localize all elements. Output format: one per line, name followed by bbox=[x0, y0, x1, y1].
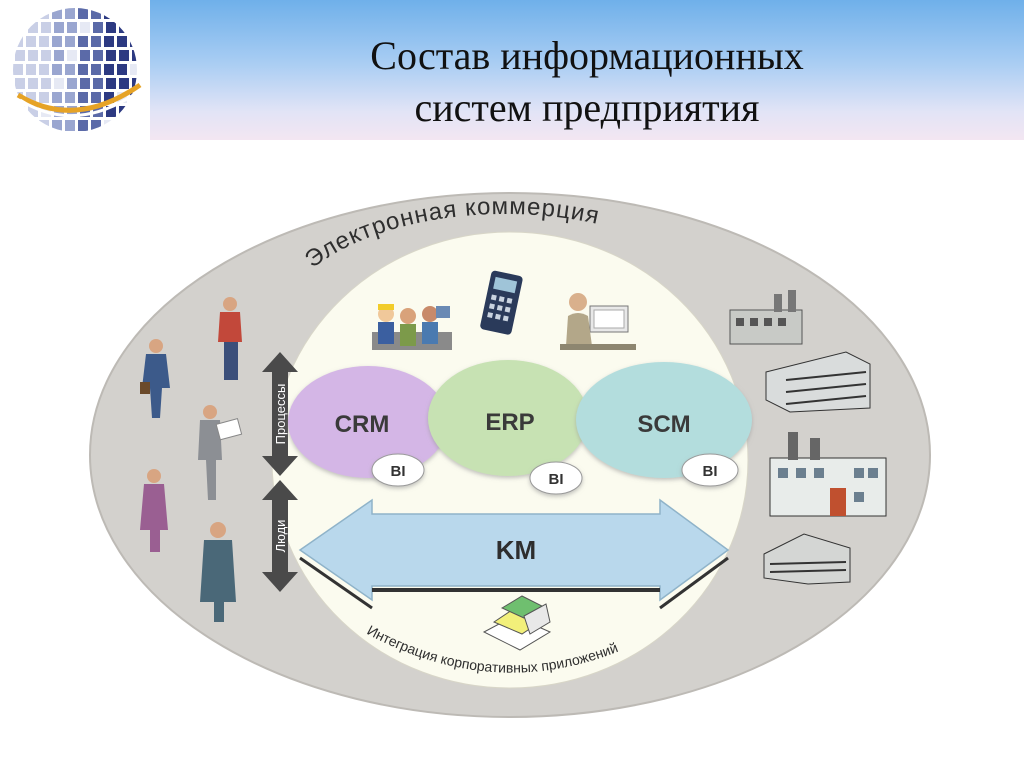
globe-cell bbox=[41, 78, 51, 89]
calculator-icon bbox=[480, 270, 523, 335]
globe-cell bbox=[78, 120, 88, 131]
documents-icon bbox=[482, 595, 552, 651]
globe-cell bbox=[117, 36, 127, 47]
globe-cell bbox=[119, 50, 129, 61]
globe-cell bbox=[39, 64, 49, 75]
globe-cell bbox=[65, 36, 75, 47]
globe-cell bbox=[13, 64, 23, 75]
processes-arrow: Процессы bbox=[262, 352, 298, 476]
people-arrow: Люди bbox=[262, 480, 298, 592]
globe-cell bbox=[130, 64, 137, 75]
globe-cell bbox=[80, 78, 90, 89]
globe-cell bbox=[93, 22, 103, 33]
km-arrow: KM bbox=[298, 498, 730, 610]
bi-badge-crm: BI bbox=[371, 453, 425, 487]
globe-cell bbox=[78, 8, 88, 19]
globe-cell bbox=[54, 50, 64, 61]
globe-cell bbox=[132, 78, 137, 89]
processes-label: Процессы bbox=[273, 384, 288, 445]
globe-cell bbox=[26, 92, 36, 103]
globe-cell bbox=[117, 64, 127, 75]
office-worker-icon bbox=[560, 293, 636, 350]
globe-cell bbox=[39, 92, 49, 103]
globe-cell bbox=[91, 8, 101, 19]
bi-label-scm: BI bbox=[703, 463, 718, 480]
crm-label: CRM bbox=[335, 411, 390, 438]
globe-cell bbox=[26, 64, 36, 75]
globe-cell bbox=[52, 8, 62, 19]
globe-cell bbox=[106, 22, 116, 33]
globe-cell bbox=[91, 36, 101, 47]
globe-cell bbox=[28, 22, 38, 33]
title-line-2: систем предприятия bbox=[414, 85, 760, 130]
globe-cell bbox=[78, 36, 88, 47]
engineers-group-icon bbox=[372, 304, 452, 350]
businessman-icons bbox=[140, 297, 243, 622]
system-crm: CRM bbox=[288, 366, 448, 478]
title-banner bbox=[150, 0, 1024, 140]
logo bbox=[0, 0, 150, 140]
globe-cell bbox=[65, 64, 75, 75]
globe-cell bbox=[106, 50, 116, 61]
globe-cell bbox=[91, 92, 101, 103]
globe-cell bbox=[119, 78, 129, 89]
factory-icons bbox=[729, 290, 887, 585]
globe-cell bbox=[67, 50, 77, 61]
bi-label-crm: BI bbox=[391, 463, 406, 480]
globe-cell bbox=[104, 92, 114, 103]
system-erp: ERP bbox=[428, 360, 588, 476]
page-title: Состав информационных систем предприятия bbox=[150, 30, 1024, 134]
erp-label: ERP bbox=[485, 409, 534, 436]
globe-logo-icon bbox=[13, 8, 142, 131]
globe-cell bbox=[52, 92, 62, 103]
globe-cell bbox=[52, 64, 62, 75]
globe-cell bbox=[65, 8, 75, 19]
globe-cell bbox=[28, 50, 38, 61]
title-line-1: Состав информационных bbox=[370, 33, 804, 78]
globe-cell bbox=[78, 64, 88, 75]
system-scm: SCM bbox=[576, 362, 752, 478]
globe-cell bbox=[54, 78, 64, 89]
globe-cell bbox=[78, 92, 88, 103]
globe-cell bbox=[106, 106, 116, 117]
globe-cell bbox=[65, 92, 75, 103]
globe-cell bbox=[15, 50, 25, 61]
globe-cell bbox=[28, 78, 38, 89]
globe-cell bbox=[41, 22, 51, 33]
globe-cell bbox=[132, 50, 137, 61]
globe-cell bbox=[28, 106, 38, 117]
globe-cell bbox=[65, 120, 75, 131]
globe-cell bbox=[39, 36, 49, 47]
globe-cell bbox=[93, 50, 103, 61]
globe-cell bbox=[106, 78, 116, 89]
globe-cell bbox=[67, 22, 77, 33]
bi-badge-scm: BI bbox=[681, 453, 739, 487]
globe-cell bbox=[80, 50, 90, 61]
people-label: Люди bbox=[273, 520, 288, 553]
globe-cell bbox=[91, 120, 101, 131]
km-label: KM bbox=[496, 535, 536, 565]
globe-cell bbox=[52, 36, 62, 47]
globe-cell bbox=[104, 36, 114, 47]
globe-cell bbox=[41, 50, 51, 61]
globe-cell bbox=[67, 78, 77, 89]
globe-cell bbox=[93, 78, 103, 89]
globe-cell bbox=[52, 120, 62, 131]
bi-badge-erp: BI bbox=[529, 461, 583, 495]
globe-cell bbox=[104, 64, 114, 75]
bi-label-erp: BI bbox=[549, 471, 564, 488]
globe-cell bbox=[54, 22, 64, 33]
globe-cell bbox=[15, 78, 25, 89]
globe-cell bbox=[26, 36, 36, 47]
globe-cell bbox=[91, 64, 101, 75]
scm-label: SCM bbox=[637, 411, 690, 438]
globe-cell bbox=[80, 22, 90, 33]
